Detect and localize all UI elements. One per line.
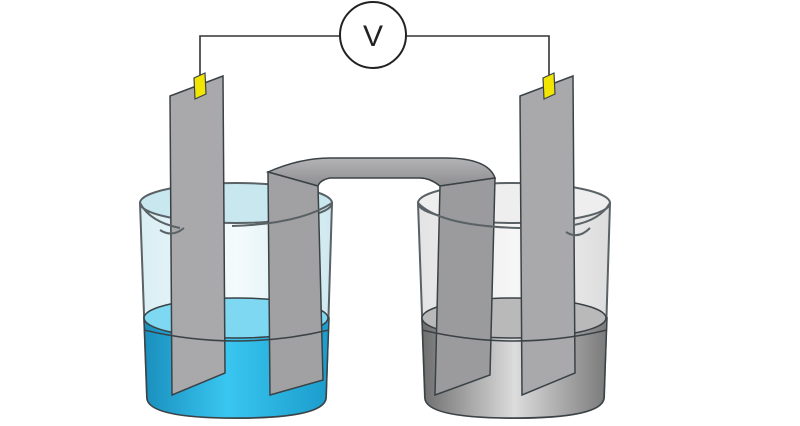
right-electrode-plate — [519, 74, 576, 397]
voltmeter: V — [339, 1, 407, 69]
right-wire — [406, 35, 550, 82]
right-beaker-rim-front-right — [573, 202, 611, 226]
right-level-line-front — [421, 329, 608, 342]
voltmeter-dial — [339, 1, 407, 69]
right-electrode — [519, 72, 576, 397]
salt-bridge-right-leg — [434, 177, 496, 397]
left-electrode-plate — [169, 74, 226, 397]
left-level-line-front — [143, 329, 330, 342]
right-beaker-lip — [565, 227, 591, 237]
left-clip — [193, 72, 207, 100]
left-electrode — [169, 72, 226, 397]
left-beaker-front — [139, 202, 333, 342]
left-beaker-rim-front-right — [231, 202, 333, 227]
circuit-wire — [199, 35, 550, 82]
left-beaker-lip — [159, 227, 185, 235]
salt-bridge — [265, 157, 497, 397]
right-beaker-rim-front — [417, 202, 521, 229]
voltmeter-symbol: V — [363, 20, 383, 53]
left-wire — [199, 35, 340, 82]
salt-bridge-left-leg — [267, 171, 324, 396]
right-beaker-front — [417, 202, 611, 342]
right-clip — [542, 72, 556, 100]
left-beaker-rim-front — [139, 202, 181, 229]
